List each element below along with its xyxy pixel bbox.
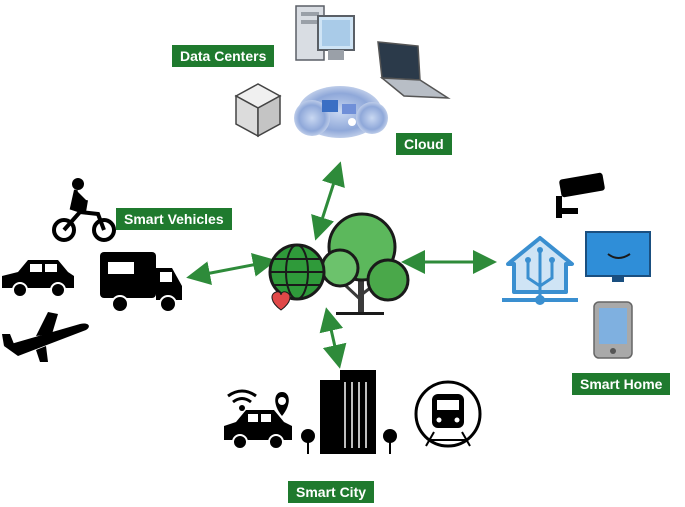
hub-tree-icon	[320, 212, 410, 315]
skyscraper-icon	[301, 370, 397, 454]
smart-house-icon	[502, 236, 578, 305]
cloud-icon	[294, 86, 388, 138]
tablet-icon	[593, 301, 633, 359]
connected-car-icon	[224, 410, 292, 450]
arrow-hub-cloud	[311, 161, 345, 241]
arrow-hub-vehicles	[186, 253, 277, 285]
location-pin-icon	[275, 392, 289, 416]
monitor-icon	[317, 15, 355, 60]
airplane-icon	[2, 312, 89, 362]
train-icon	[414, 380, 482, 448]
motorcycle-icon	[52, 178, 116, 242]
hub-globe-icon	[268, 243, 326, 301]
server-box-icon	[234, 83, 282, 138]
label-smart-vehicles: Smart Vehicles	[116, 208, 232, 230]
truck-icon	[100, 252, 182, 313]
label-smart-home: Smart Home	[572, 373, 671, 395]
arrow-hub-city	[319, 307, 347, 369]
laptop-icon	[377, 41, 451, 99]
smart-tv-icon	[585, 231, 651, 282]
label-cloud: Cloud	[396, 133, 452, 155]
wifi-icon	[227, 389, 257, 411]
security-camera-icon	[556, 172, 605, 218]
label-data-centers: Data Centers	[172, 45, 275, 67]
label-smart-city: Smart City	[288, 481, 375, 503]
heart-icon	[271, 291, 291, 311]
car-icon	[2, 260, 74, 298]
